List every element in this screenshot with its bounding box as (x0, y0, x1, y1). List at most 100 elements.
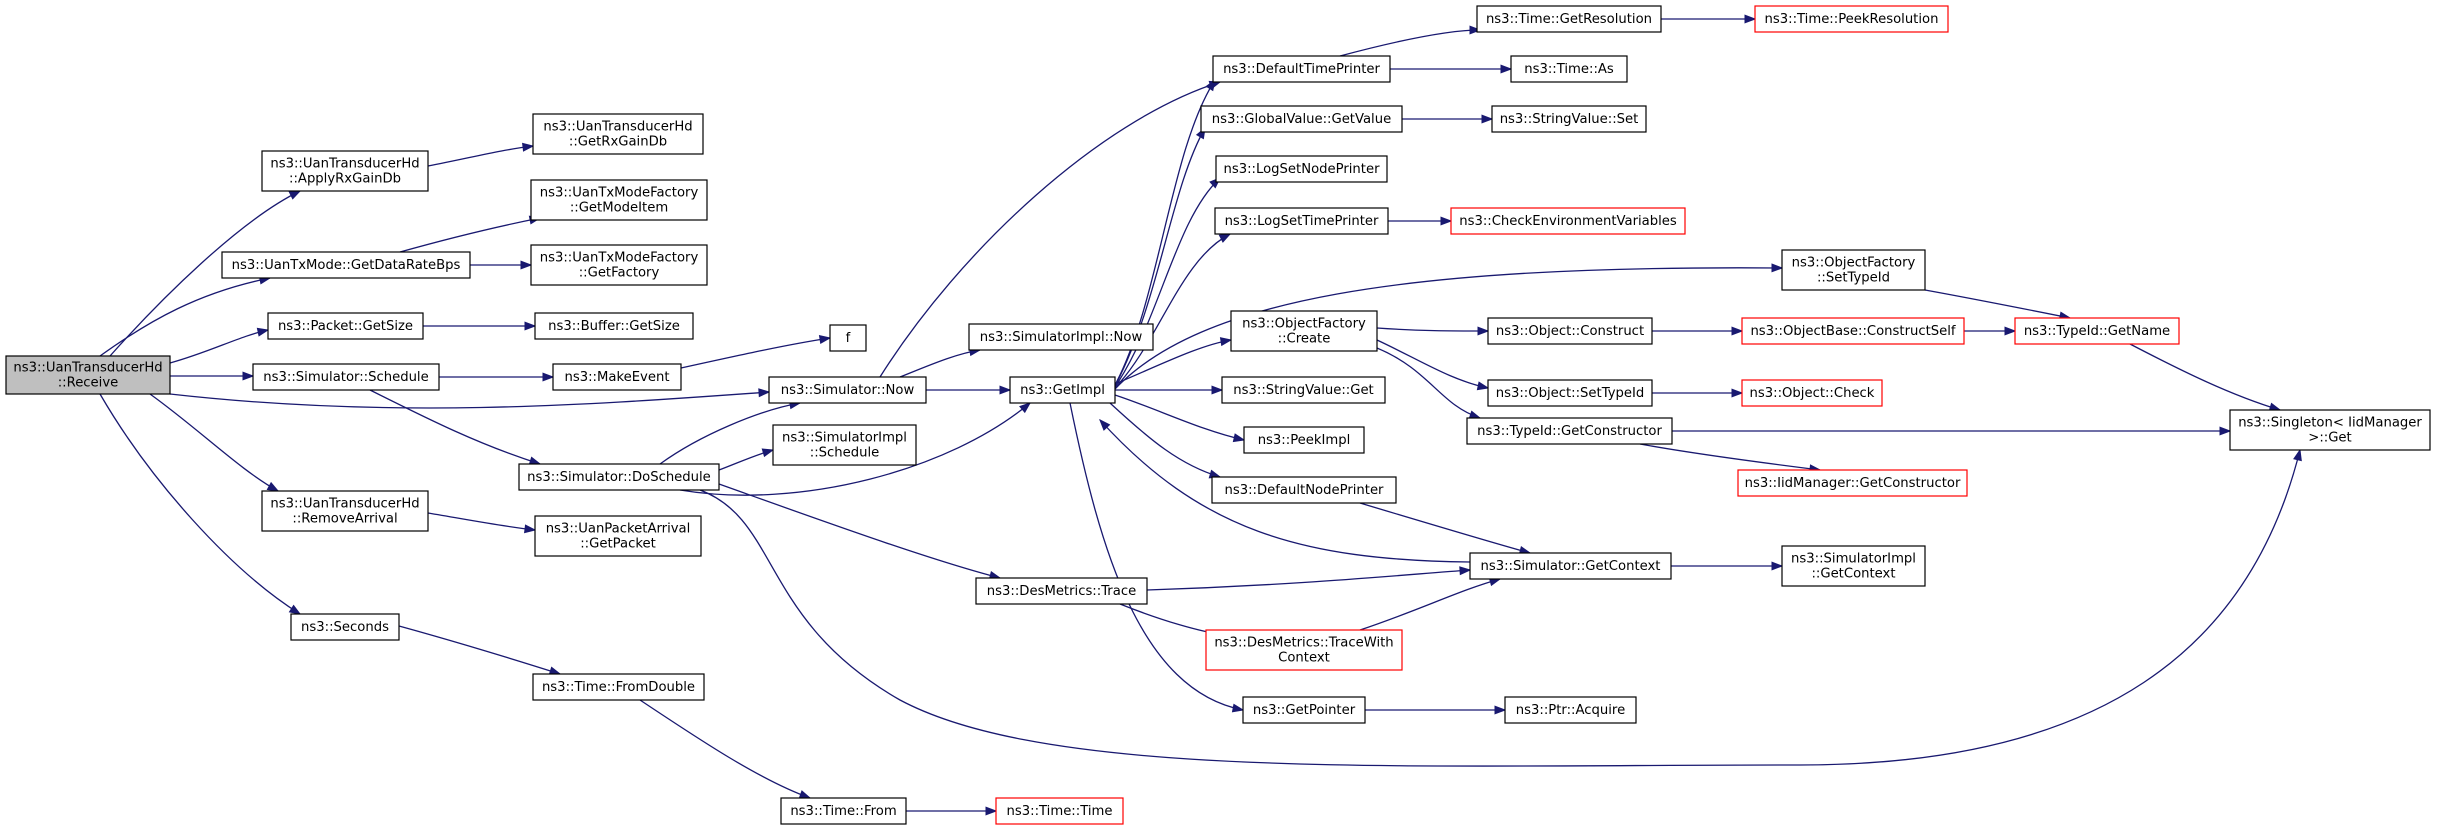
node-peekresolution[interactable]: ns3::Time::PeekResolution (1754, 5, 1949, 33)
edge-seconds-to-fromdouble (398, 625, 562, 676)
edge-line (659, 402, 801, 465)
node-getmodeitem[interactable]: ns3::UanTxModeFactory::GetModeItem (530, 179, 708, 221)
node-seconds[interactable]: ns3::Seconds (290, 613, 400, 641)
edge-simnow-to-getimpl (926, 385, 1012, 395)
node-stringvalueset[interactable]: ns3::StringValue::Set (1491, 105, 1647, 133)
node-applyrx[interactable]: ns3::UanTransducerHd::ApplyRxGainDb (261, 150, 429, 192)
node-label: ns3::PeekImpl (1258, 433, 1351, 448)
node-f[interactable]: f (829, 324, 867, 352)
arrowhead (758, 388, 771, 398)
node-box (1242, 696, 1366, 724)
node-getimpl[interactable]: ns3::GetImpl (1009, 376, 1116, 404)
node-objcheck[interactable]: ns3::Object::Check (1741, 379, 1883, 407)
edge-receive-to-simnow (169, 388, 771, 409)
node-box (1741, 379, 1883, 407)
node-label: ns3::Seconds (301, 620, 389, 635)
node-fromdouble[interactable]: ns3::Time::FromDouble (532, 673, 705, 701)
node-removearrival[interactable]: ns3::UanTransducerHd::RemoveArrival (261, 490, 429, 532)
node-objconstruct[interactable]: ns3::Object::Construct (1487, 317, 1653, 345)
node-simgetcontext[interactable]: ns3::Simulator::GetContext (1469, 552, 1672, 580)
node-typeidgetconstructor[interactable]: ns3::TypeId::GetConstructor (1466, 417, 1673, 445)
node-logsetnode[interactable]: ns3::LogSetNodePrinter (1215, 155, 1388, 183)
node-label: ns3::DefaultNodePrinter (1225, 483, 1385, 498)
node-ofcreate[interactable]: ns3::ObjectFactory::Create (1230, 310, 1378, 352)
node-buffergetsize[interactable]: ns3::Buffer::GetSize (534, 312, 694, 340)
edge-schedule-to-doschedule (369, 389, 542, 466)
edge-deftimeprinter-to-getresolution (1339, 25, 1482, 57)
node-label: ns3::GetImpl (1020, 383, 1105, 398)
node-objectbaseconstructself[interactable]: ns3::ObjectBase::ConstructSelf (1741, 317, 1965, 345)
node-label: ::ApplyRxGainDb (289, 172, 401, 187)
node-label: ns3::Object::Construct (1496, 324, 1644, 339)
node-deftimeprinter[interactable]: ns3::DefaultTimePrinter (1212, 55, 1391, 83)
node-peekimpl[interactable]: ns3::PeekImpl (1243, 426, 1365, 454)
node-iidgetconstructor[interactable]: ns3::IidManager::GetConstructor (1737, 469, 1968, 497)
arrowhead (1476, 381, 1490, 391)
node-logsettime[interactable]: ns3::LogSetTimePrinter (1214, 207, 1389, 235)
edge-logsettime-to-checkenv (1388, 216, 1453, 226)
node-simnow[interactable]: ns3::Simulator::Now (768, 376, 927, 404)
node-doschedule[interactable]: ns3::Simulator::DoSchedule (518, 463, 720, 491)
edge-line (1114, 127, 1206, 387)
edge-objsettypeid-to-objcheck (1652, 388, 1744, 398)
arrowhead (798, 790, 812, 799)
edge-packetgetsize-to-buffergetsize (423, 321, 537, 331)
node-getfactory[interactable]: ns3::UanTxModeFactory::GetFactory (530, 244, 708, 286)
edge-typeidgetconstructor-to-iidgetconstructor (1639, 443, 1822, 474)
node-getpointer[interactable]: ns3::GetPointer (1242, 696, 1366, 724)
node-box (1476, 5, 1662, 33)
node-objsettypeid[interactable]: ns3::Object::SetTypeId (1487, 379, 1653, 407)
node-packetgetsize[interactable]: ns3::Packet::GetSize (267, 312, 424, 340)
node-label: ns3::MakeEvent (564, 370, 669, 385)
arrowhead (1231, 703, 1245, 713)
node-label: ns3::UanTxModeFactory (540, 186, 699, 201)
node-receive[interactable]: ns3::UanTransducerHd::Receive (5, 355, 171, 395)
node-simimplschedule[interactable]: ns3::SimulatorImpl::Schedule (772, 424, 917, 466)
edge-line (1114, 394, 1245, 441)
node-getpacket[interactable]: ns3::UanPacketArrival::GetPacket (534, 515, 702, 557)
arrowhead (2293, 448, 2302, 462)
node-stringvalueget[interactable]: ns3::StringValue::Get (1221, 376, 1386, 404)
edge-getimpl-to-stringvalueget (1115, 385, 1224, 395)
node-getrxgain[interactable]: ns3::UanTransducerHd::GetRxGainDb (532, 113, 704, 155)
node-destrace[interactable]: ns3::DesMetrics::Trace (975, 577, 1148, 605)
node-typeidgetname[interactable]: ns3::TypeId::GetName (2014, 317, 2180, 345)
node-box (290, 613, 400, 641)
node-label: ns3::DesMetrics::Trace (987, 584, 1136, 599)
node-box (1510, 55, 1628, 83)
node-ofsettypeid[interactable]: ns3::ObjectFactory::SetTypeId (1781, 249, 1926, 291)
edge-line (1359, 578, 1501, 631)
node-simimplnow[interactable]: ns3::SimulatorImpl::Now (968, 323, 1154, 351)
node-schedule[interactable]: ns3::Simulator::Schedule (252, 363, 440, 391)
node-label: ns3::Time::Time (1007, 804, 1113, 819)
edge-line (427, 512, 536, 531)
edge-line (1114, 267, 1783, 390)
node-timetime[interactable]: ns3::Time::Time (995, 797, 1124, 825)
node-singletonget[interactable]: ns3::Singleton< IidManager>::Get (2229, 409, 2431, 451)
edge-line (680, 337, 831, 369)
node-timeas[interactable]: ns3::Time::As (1510, 55, 1628, 83)
node-defnodeprinter[interactable]: ns3::DefaultNodePrinter (1211, 476, 1397, 504)
node-label: ns3::Simulator::GetContext (1481, 559, 1661, 574)
node-getdatarate[interactable]: ns3::UanTxMode::GetDataRateBps (221, 251, 471, 279)
node-label: ns3::StringValue::Get (1233, 383, 1373, 398)
edge-line (639, 699, 811, 799)
node-box (1737, 469, 1968, 497)
edge-getdatarate-to-getfactory (470, 260, 533, 270)
node-box (772, 424, 917, 466)
edge-line (1376, 327, 1489, 332)
node-box (1214, 207, 1389, 235)
node-simimplgetcontext[interactable]: ns3::SimulatorImpl::GetContext (1781, 545, 1926, 587)
edge-receive-to-packetgetsize (169, 327, 270, 364)
node-timefrom[interactable]: ns3::Time::From (780, 797, 907, 825)
node-box (2229, 409, 2431, 451)
node-ptracquire[interactable]: ns3::Ptr::Acquire (1504, 696, 1637, 724)
node-makeevent[interactable]: ns3::MakeEvent (552, 363, 682, 391)
node-getresolution[interactable]: ns3::Time::GetResolution (1476, 5, 1662, 33)
node-checkenv[interactable]: ns3::CheckEnvironmentVariables (1450, 207, 1686, 235)
node-box (532, 113, 704, 155)
arrowhead (288, 190, 302, 200)
node-globalgetvalue[interactable]: ns3::GlobalValue::GetValue (1200, 105, 1403, 133)
node-box (780, 797, 907, 825)
